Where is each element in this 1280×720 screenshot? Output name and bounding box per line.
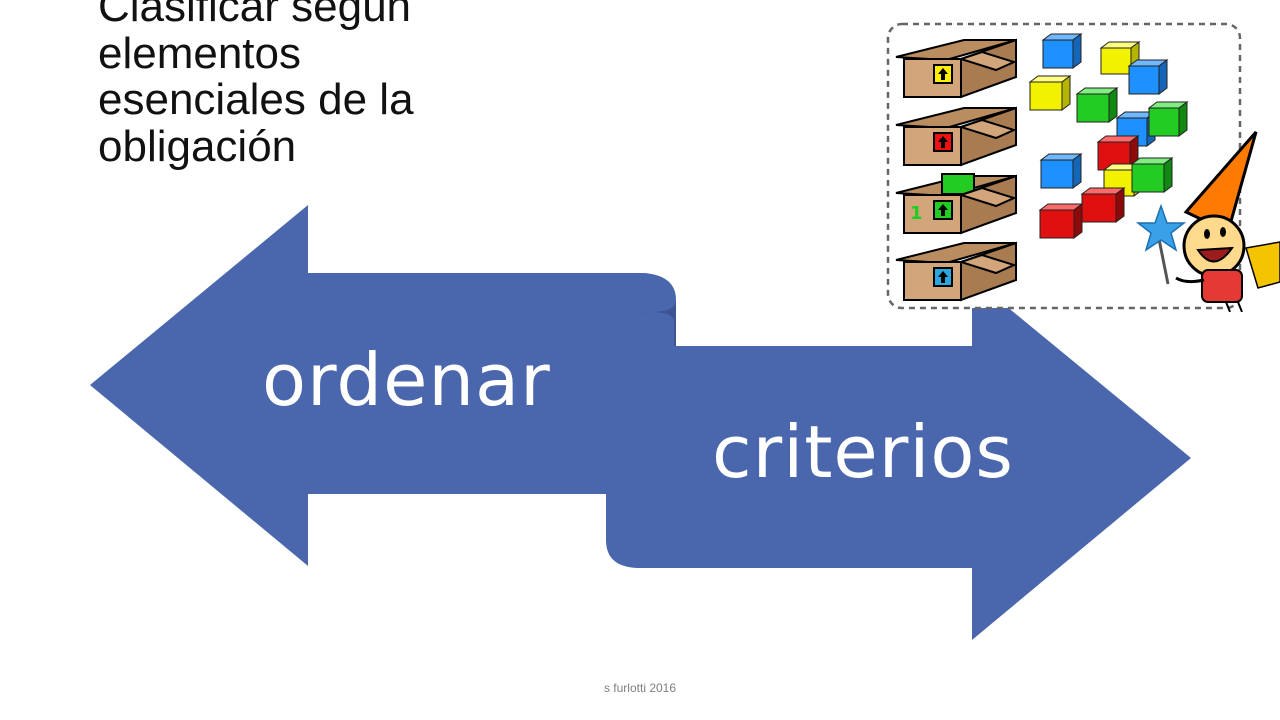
box-yellow [895,38,1017,99]
ordenar-label: ordenar [262,338,551,422]
box-blue [895,241,1017,302]
wizard-character [1135,131,1280,312]
colored-cubes [1028,33,1189,239]
cube-red [1038,203,1084,239]
box-number-label: 1 [910,203,923,224]
criterios-label: criterios [712,410,1014,494]
cube-yellow [1028,75,1072,111]
cube-green [1147,101,1189,137]
sorting-boxes-illustration: 1 [886,22,1280,312]
box-red [895,106,1017,167]
slide-title: Clasificar según elementos esenciales de… [98,0,414,171]
wand-star-icon [1135,203,1187,252]
cube-blue [1127,59,1169,95]
box-green [895,173,1017,235]
cube-green [1075,87,1119,123]
wand [1156,233,1170,285]
cube-blue [1039,153,1083,189]
cube-green [1130,157,1174,193]
cube-red [1080,187,1126,223]
cube-blue [1041,33,1083,69]
footer-credit: s furlotti 2016 [603,681,677,695]
left-arrow [90,205,676,566]
right-arrow [606,278,1191,640]
